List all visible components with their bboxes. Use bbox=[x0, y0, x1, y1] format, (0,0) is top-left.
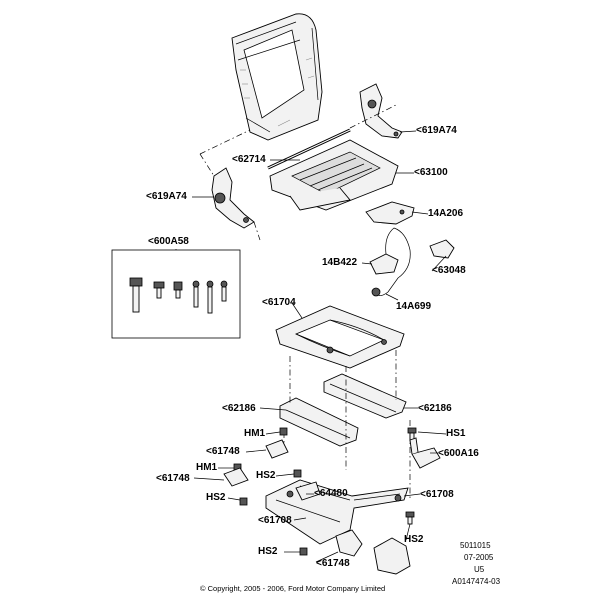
callout-64480: <64480 bbox=[314, 488, 348, 499]
callout-14a699: 14A699 bbox=[396, 301, 432, 312]
fastener-pin-a bbox=[192, 280, 200, 308]
callout-61708-right: <61708 bbox=[420, 489, 454, 500]
latch-64480 bbox=[295, 481, 321, 501]
callout-hs2-d: HS2 bbox=[258, 546, 278, 557]
callout-619a74-left: <619A74 bbox=[146, 191, 187, 202]
seat-back-frame bbox=[231, 13, 323, 141]
callout-hs2-c: HS2 bbox=[404, 534, 424, 545]
alignment-lines-upper bbox=[199, 103, 399, 241]
track-rail-right bbox=[323, 373, 407, 419]
callout-61748-middle: <61748 bbox=[156, 473, 190, 484]
callout-600a16: <600A16 bbox=[438, 448, 479, 459]
callout-61708-left: <61708 bbox=[258, 515, 292, 526]
cover-61748-lower bbox=[335, 529, 411, 575]
callout-hs1: HS1 bbox=[446, 428, 466, 439]
callout-61704: <61704 bbox=[262, 297, 296, 308]
fastener-kit-box bbox=[111, 249, 241, 339]
hs2-nut-a bbox=[293, 469, 302, 478]
hs2-bolt-c bbox=[405, 511, 415, 525]
leader-lines bbox=[175, 130, 447, 563]
callout-62186-left: <62186 bbox=[222, 403, 256, 414]
recliner-right bbox=[359, 83, 403, 139]
seat-track-frame bbox=[275, 305, 405, 369]
callout-63100: <63100 bbox=[414, 167, 448, 178]
callout-14a206: 14A206 bbox=[428, 208, 464, 219]
callout-600a58: <600A58 bbox=[148, 236, 189, 247]
callout-62714: <62714 bbox=[232, 154, 266, 165]
fastener-screw bbox=[153, 281, 165, 299]
diagram-variant: U5 bbox=[474, 565, 485, 574]
fastener-pin-c bbox=[220, 280, 228, 302]
diagram-code: 5011015 bbox=[460, 541, 491, 550]
bracket-63048 bbox=[429, 239, 455, 259]
callout-61748-upper: <61748 bbox=[206, 446, 240, 457]
hs2-nut-b bbox=[239, 497, 248, 506]
copyright-notice: © Copyright, 2005 - 2006, Ford Motor Com… bbox=[200, 584, 386, 593]
torsion-rod bbox=[267, 128, 351, 170]
seat-cushion-pan bbox=[269, 139, 399, 211]
bracket-61748-middle bbox=[223, 467, 249, 487]
illustration-number: A0147474-03 bbox=[452, 577, 501, 586]
callout-62186-right: <62186 bbox=[418, 403, 452, 414]
hm1-nut-upper bbox=[279, 427, 288, 436]
bracket-14a206 bbox=[365, 201, 415, 225]
recliner-left bbox=[211, 167, 255, 229]
callout-61748-lower: <61748 bbox=[316, 558, 350, 569]
fastener-pin-b bbox=[206, 280, 214, 314]
callout-14b422: 14B422 bbox=[322, 257, 358, 268]
callout-63048: <63048 bbox=[432, 265, 466, 276]
bracket-61748-upper bbox=[265, 439, 289, 459]
harness-14b422 bbox=[369, 227, 411, 297]
callout-hs2-b: HS2 bbox=[206, 492, 226, 503]
callout-hm1-upper: HM1 bbox=[244, 428, 266, 439]
diagram-date: 07-2005 bbox=[464, 553, 494, 562]
callout-hm1-lower: HM1 bbox=[196, 462, 218, 473]
callout-hs2-a: HS2 bbox=[256, 470, 276, 481]
fastener-rivet bbox=[173, 281, 183, 299]
callout-619a74-right: <619A74 bbox=[416, 125, 457, 136]
fastener-bolt-large bbox=[129, 277, 143, 313]
hs2-nut-d bbox=[299, 547, 308, 556]
track-rail-left bbox=[279, 397, 359, 447]
